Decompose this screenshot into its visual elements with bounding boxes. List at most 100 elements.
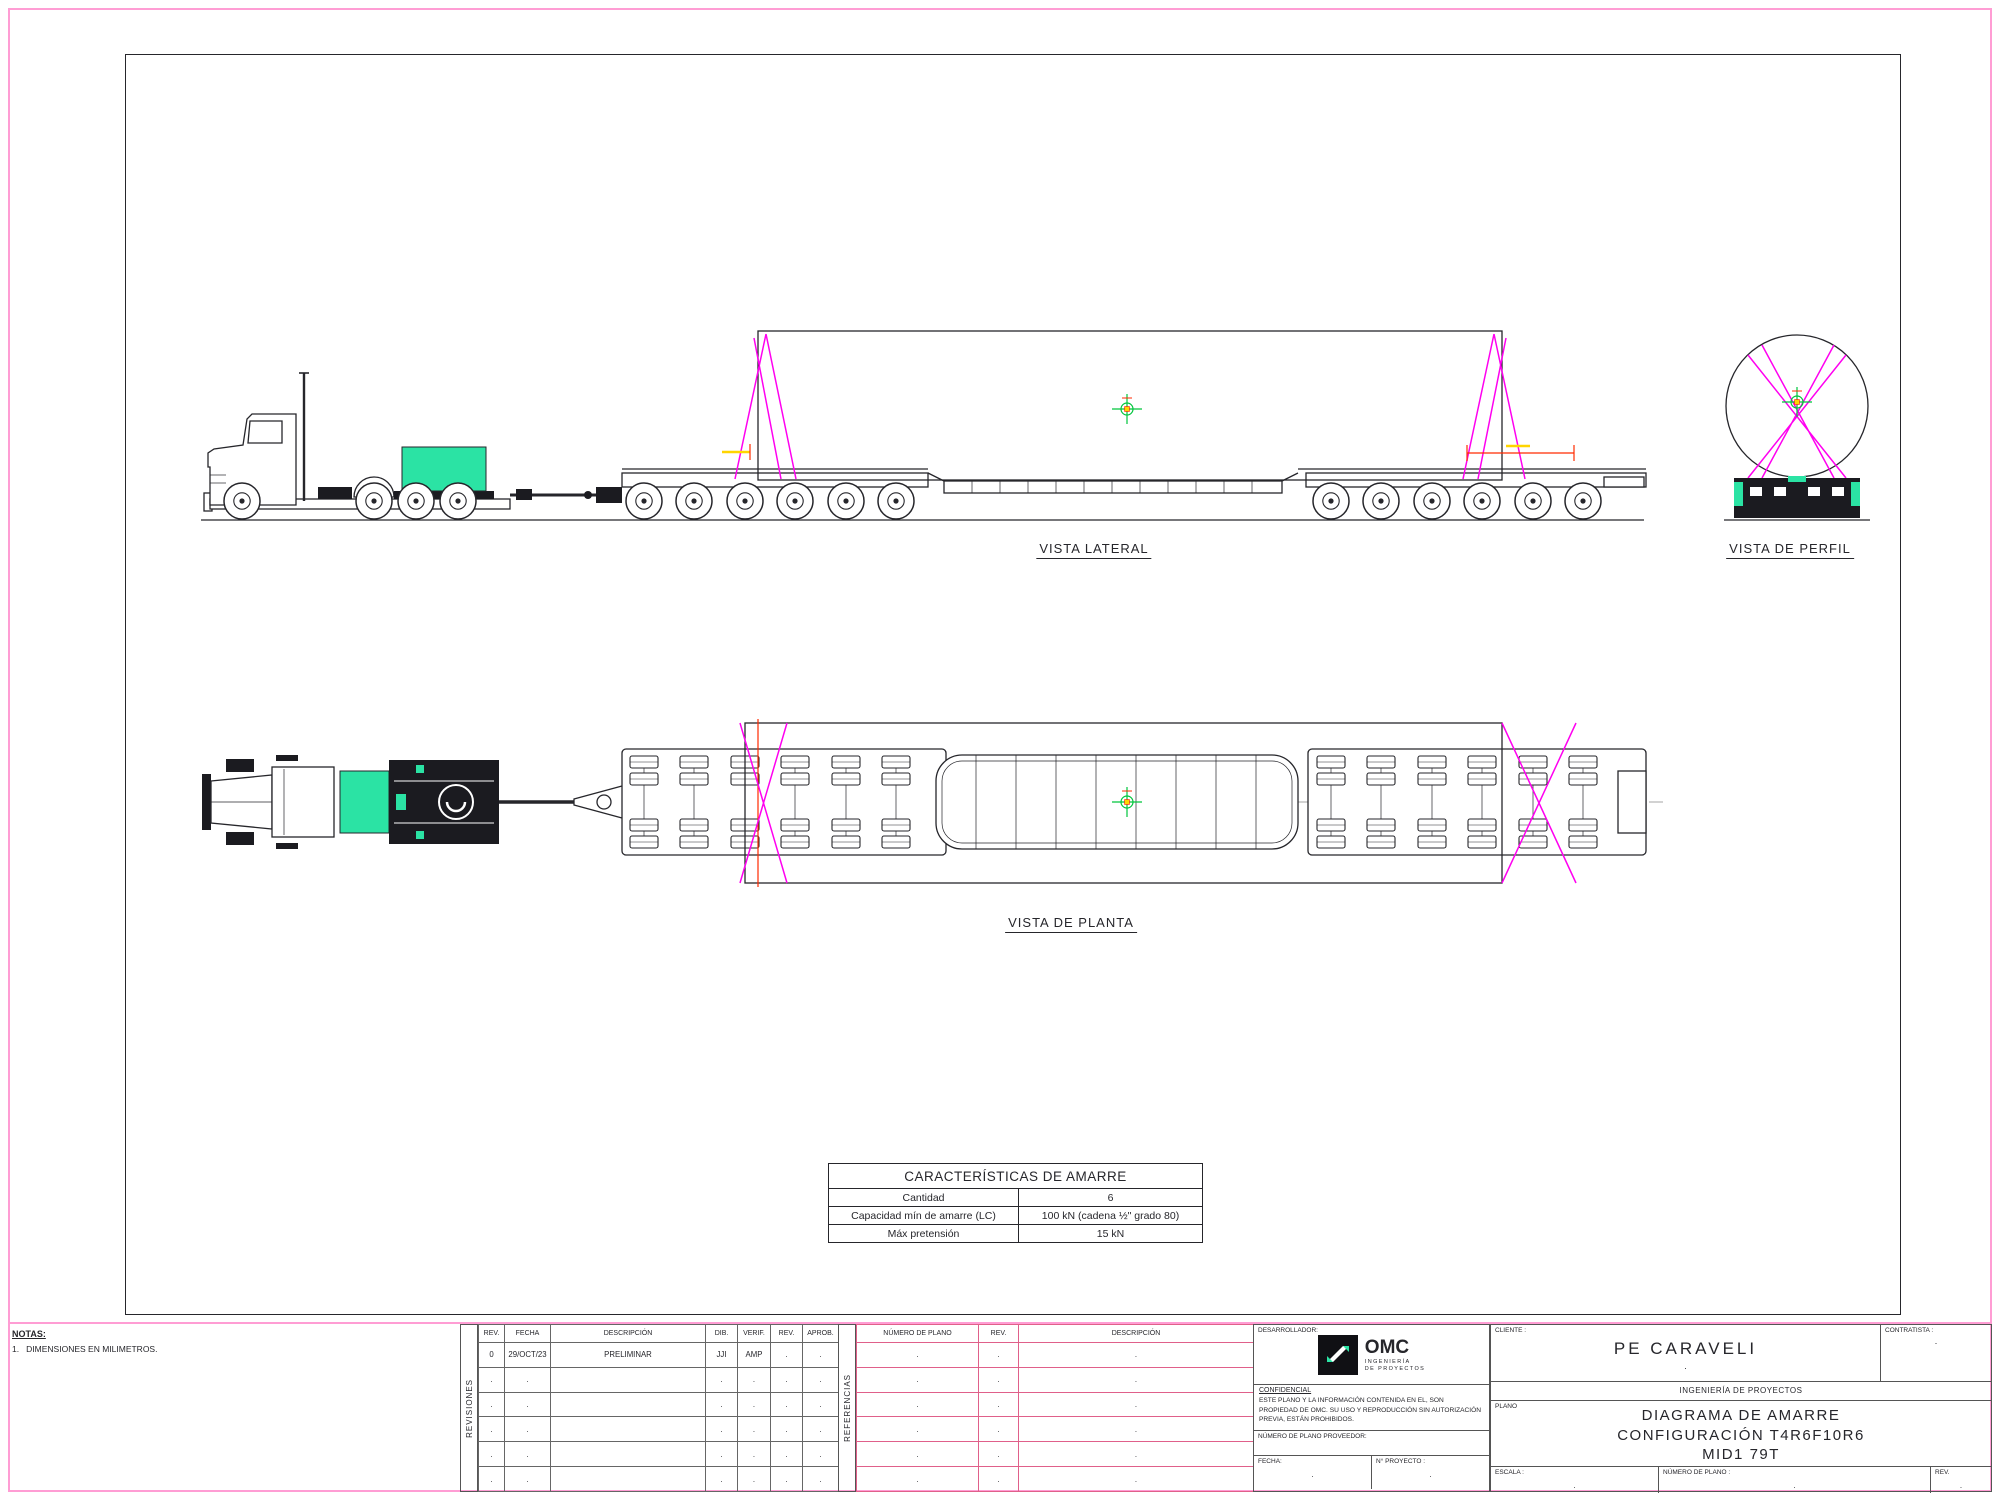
cliente-cell: CLIENTE : PE CARAVELI . — [1491, 1325, 1881, 1381]
truck-tractor-side — [203, 372, 511, 520]
table-cell: . — [1018, 1441, 1254, 1468]
table-cell: . — [1018, 1416, 1254, 1443]
table-cell: . — [1018, 1366, 1254, 1393]
rev-label: REV. — [1935, 1469, 1950, 1476]
numero-plano-value: . — [1793, 1481, 1796, 1490]
table-cell: . — [504, 1366, 551, 1393]
cg-mark-side — [1111, 393, 1143, 425]
table-header: VERIF. — [737, 1324, 771, 1343]
fecha-label: FECHA: — [1258, 1458, 1282, 1465]
table-cell: . — [705, 1391, 738, 1418]
rear-axle-module-side — [1298, 468, 1647, 520]
table-header: APROB. — [802, 1324, 839, 1343]
omc-logo-icon — [1317, 1335, 1358, 1375]
plano-label: PLANO — [1495, 1403, 1518, 1410]
table-cell: . — [1018, 1391, 1254, 1418]
amarre-row-value: 6 — [1017, 1188, 1204, 1207]
omc-sub1: INGENIERÍA — [1364, 1358, 1411, 1365]
table-cell: . — [802, 1466, 839, 1492]
amarre-row-label: Máx pretensión — [828, 1224, 1019, 1243]
table-cell: . — [856, 1391, 979, 1418]
table-cell: . — [705, 1366, 738, 1393]
dimension-marks-side — [722, 444, 1575, 461]
desarrollador-label: DESARROLLADOR: — [1258, 1327, 1318, 1334]
table-cell: . — [978, 1391, 1019, 1418]
table-cell: . — [1018, 1342, 1254, 1368]
table-cell — [550, 1466, 706, 1492]
table-cell: 0 — [478, 1342, 505, 1368]
table-cell — [550, 1441, 706, 1468]
table-cell: . — [737, 1441, 771, 1468]
table-cell: . — [705, 1416, 738, 1443]
table-header: DIB. — [705, 1324, 738, 1343]
vista-lateral-drawing — [201, 330, 1647, 521]
notes-title: NOTAS: — [12, 1329, 46, 1339]
table-header: NÚMERO DE PLANO — [856, 1324, 979, 1343]
table-cell: . — [504, 1391, 551, 1418]
table-cell: JJI — [705, 1342, 738, 1368]
escala-value: . — [1573, 1481, 1576, 1490]
table-header: DESCRIPCIÓN — [1018, 1324, 1254, 1343]
table-header: REV. — [978, 1324, 1019, 1343]
numero-plano-label: NÚMERO DE PLANO : — [1663, 1469, 1731, 1476]
plano-cell: PLANO DIAGRAMA DE AMARRE CONFIGURACIÓN T… — [1491, 1401, 1991, 1467]
cliente-row: CLIENTE : PE CARAVELI . CONTRATISTA : . — [1491, 1325, 1991, 1382]
table-header: FECHA — [504, 1324, 551, 1343]
table-cell: . — [856, 1342, 979, 1368]
table-cell: . — [978, 1342, 1019, 1368]
table-cell: AMP — [737, 1342, 771, 1368]
amarre-row-label: Capacidad mín de amarre (LC) — [828, 1206, 1019, 1225]
table-cell: . — [478, 1391, 505, 1418]
table-cell: . — [856, 1441, 979, 1468]
proyecto-cell: N° PROYECTO : . — [1372, 1456, 1489, 1489]
numero-plano-cell: NÚMERO DE PLANO : . — [1659, 1467, 1931, 1493]
plano-title-line2: CONFIGURACIÓN T4R6F10R6 — [1617, 1426, 1865, 1444]
table-cell: . — [770, 1441, 803, 1468]
table-cell: . — [770, 1416, 803, 1443]
contratista-cell: CONTRATISTA : . — [1881, 1325, 1991, 1381]
vista-lateral-label: VISTA LATERAL — [1036, 541, 1152, 559]
confidencial-body: ESTE PLANO Y LA INFORMACIÓN CONTENIDA EN… — [1259, 1397, 1482, 1424]
table-cell: . — [737, 1366, 771, 1393]
amarre-row-value: 100 kN (cadena ½" grado 80) — [1017, 1206, 1204, 1225]
table-cell: . — [856, 1416, 979, 1443]
cargo-box-side — [757, 330, 1503, 481]
front-axle-module-plan — [621, 748, 947, 856]
table-cell: . — [802, 1441, 839, 1468]
table-cell: . — [705, 1466, 738, 1492]
rev-value: . — [1959, 1481, 1963, 1490]
table-cell: . — [770, 1391, 803, 1418]
truck-tractor-plan — [202, 755, 499, 849]
fecha-cell: FECHA: . — [1254, 1456, 1372, 1489]
lashing-lines-side — [734, 333, 1526, 480]
titleblock-right: CLIENTE : PE CARAVELI . CONTRATISTA : . … — [1490, 1324, 1992, 1493]
drawbar-side — [510, 487, 622, 503]
table-cell — [550, 1366, 706, 1393]
table-cell: . — [770, 1342, 803, 1368]
numero-plano-proveedor-label: NÚMERO DE PLANO PROVEEDOR: — [1258, 1433, 1367, 1440]
vista-perfil-label: VISTA DE PERFIL — [1726, 541, 1854, 559]
contratista-value: . — [1934, 1336, 1938, 1346]
table-cell: . — [770, 1466, 803, 1492]
note-item: 1. DIMENSIONES EN MILIMETROS. — [12, 1344, 158, 1354]
table-cell: . — [737, 1466, 771, 1492]
ingenieria-row: INGENIERÍA DE PROYECTOS — [1491, 1382, 1991, 1401]
amarre-row-label: Cantidad — [828, 1188, 1019, 1207]
escala-row: ESCALA : . NÚMERO DE PLANO : . REV. . — [1491, 1467, 1991, 1493]
table-cell: . — [737, 1391, 771, 1418]
table-cell: . — [737, 1416, 771, 1443]
table-cell — [550, 1416, 706, 1443]
table-cell: . — [504, 1416, 551, 1443]
table-cell: . — [705, 1441, 738, 1468]
revisiones-strip: REVISIONES — [460, 1324, 478, 1492]
drawbar-plan — [499, 785, 623, 819]
escala-label: ESCALA : — [1495, 1469, 1524, 1476]
amarre-row-value: 15 kN — [1017, 1224, 1204, 1243]
referencias-label: REFERENCIAS — [842, 1374, 852, 1442]
title-block: NOTAS: 1. DIMENSIONES EN MILIMETROS. REV… — [8, 1322, 1992, 1493]
confidencial-cell: CONFIDENCIAL ESTE PLANO Y LA INFORMACIÓN… — [1254, 1385, 1489, 1431]
vista-planta-drawing — [202, 719, 1666, 887]
